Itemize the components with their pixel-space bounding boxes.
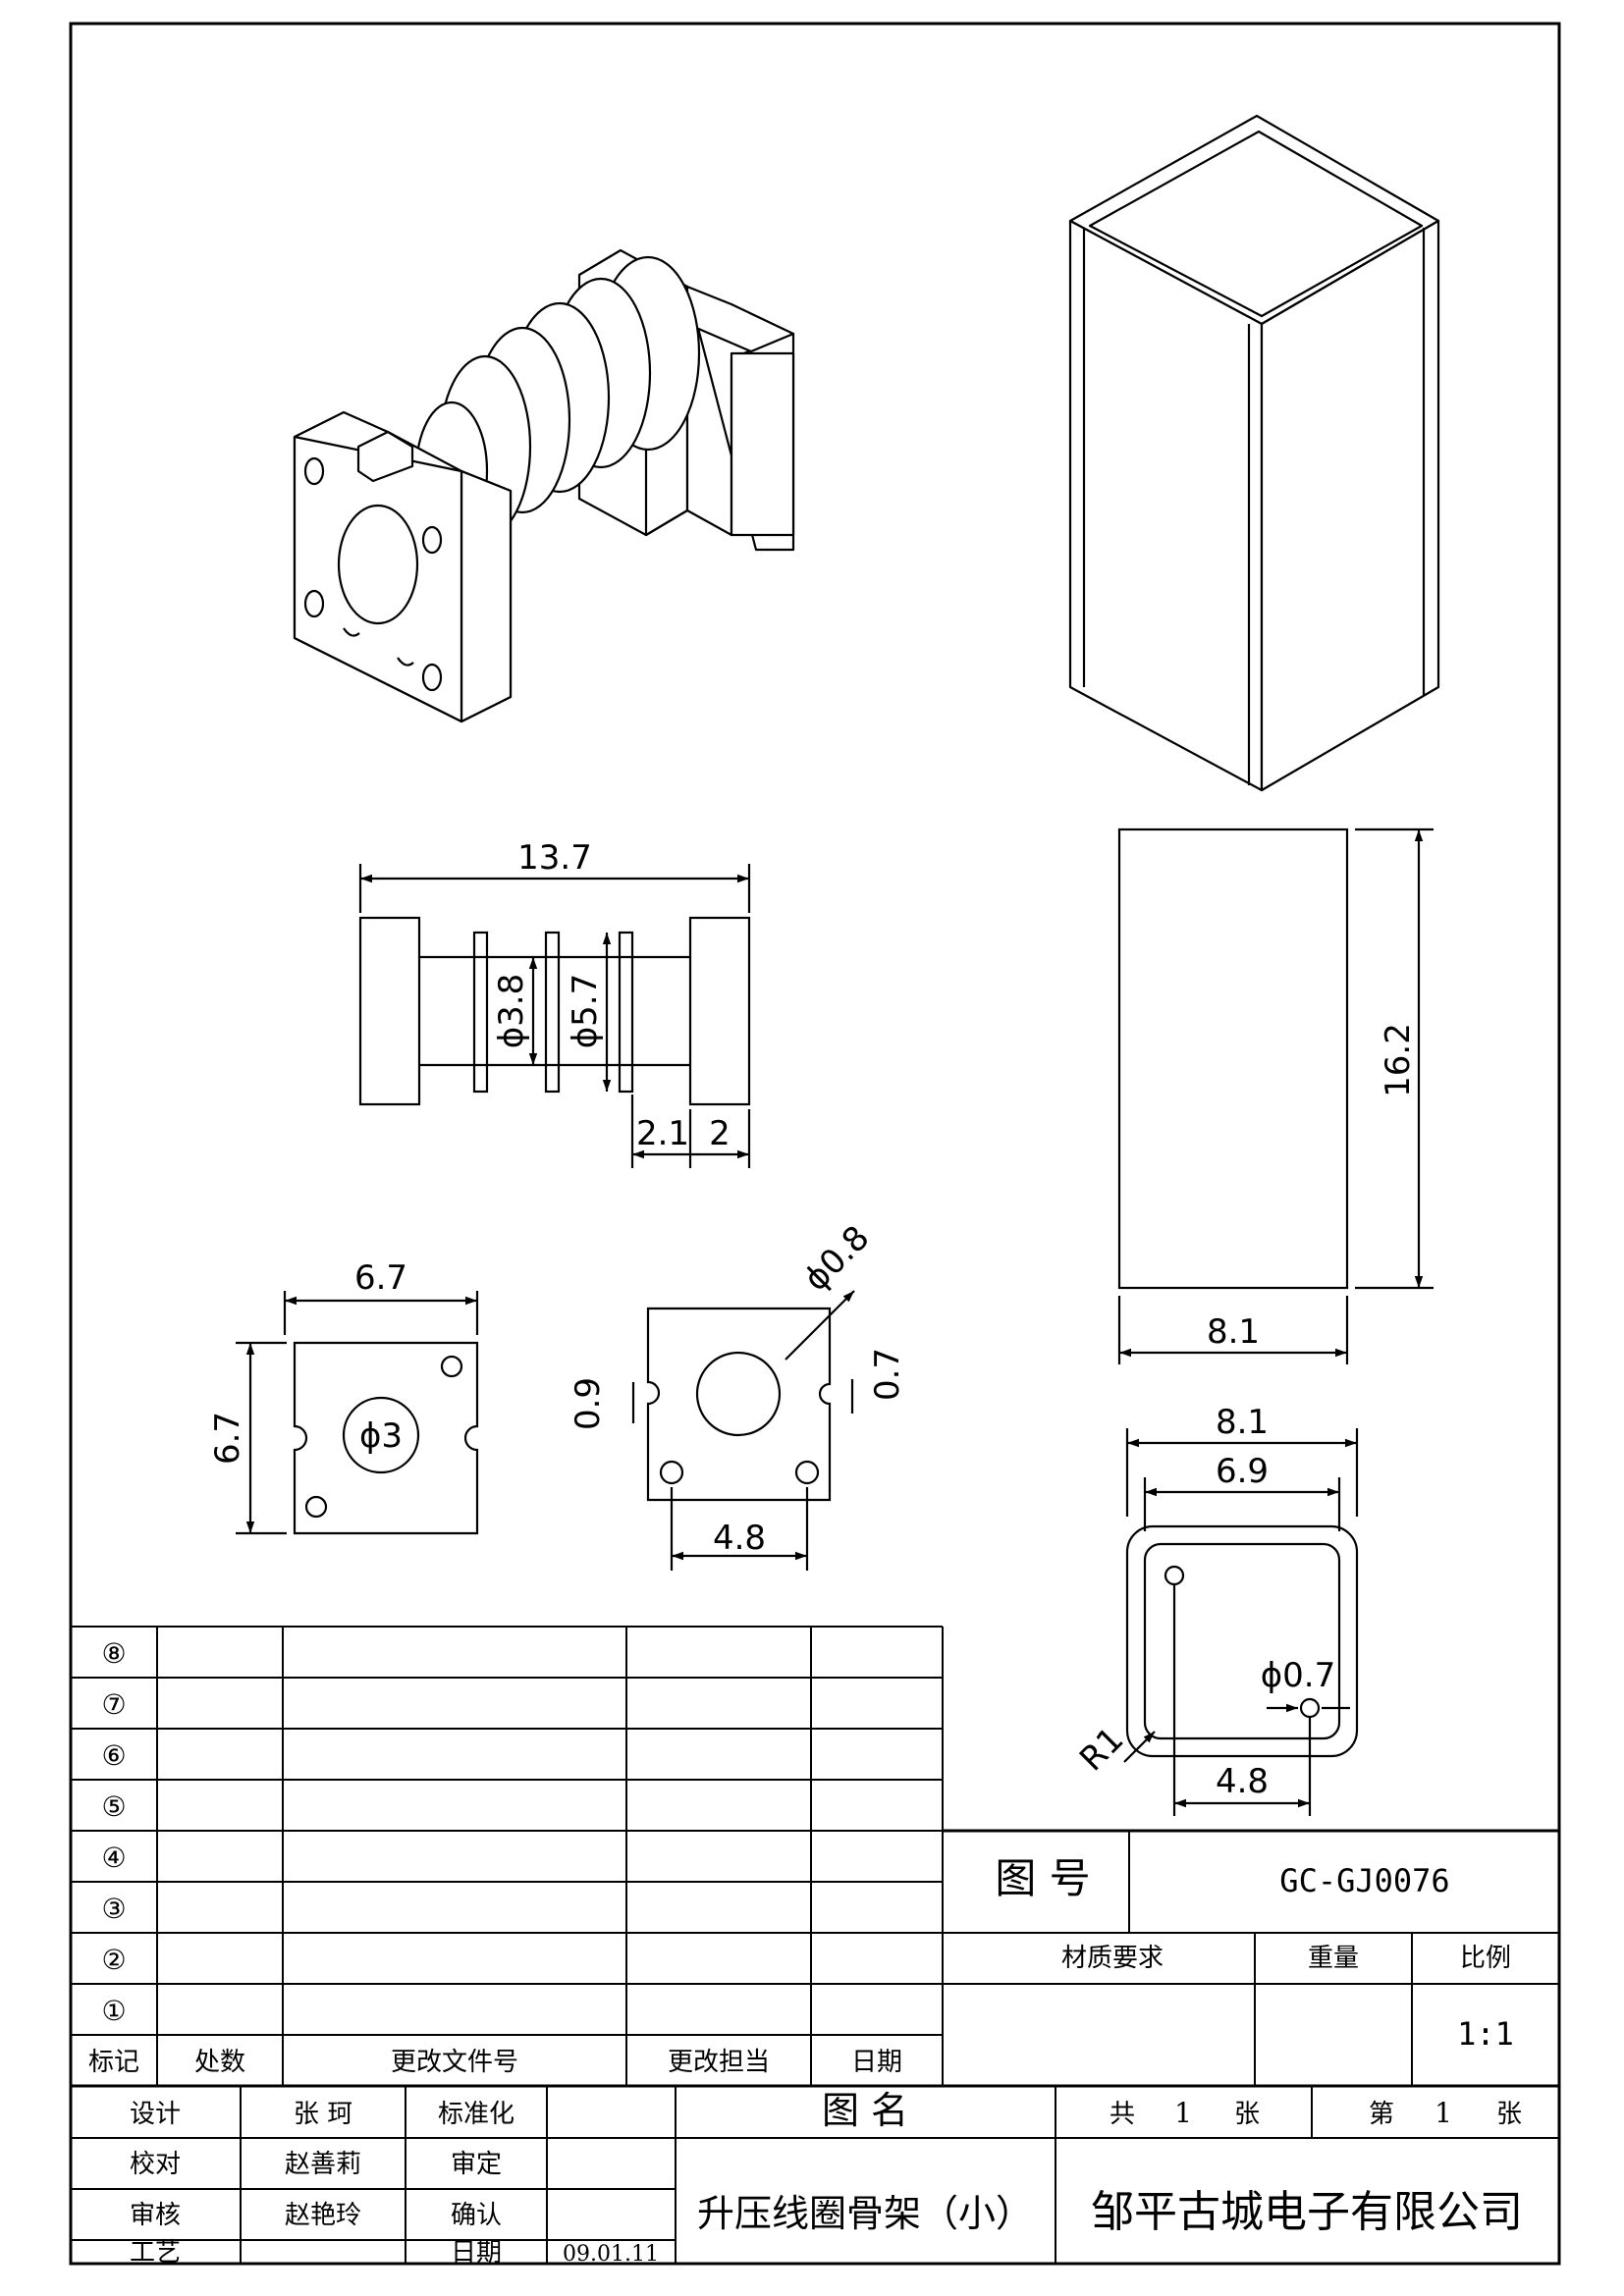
dim-face-a-height: 6.7 [208, 1412, 247, 1465]
end-face-b [631, 1290, 855, 1571]
dim-face-b-slot-a: 0.9 [568, 1377, 608, 1430]
dim-sleeve-width: 8.1 [1207, 1312, 1260, 1352]
sheet-unit: 张 [1496, 2100, 1522, 2129]
dim-face-b-hole: ϕ0.8 [796, 1218, 877, 1299]
dim-top-outer: 8.1 [1216, 1403, 1269, 1442]
rev-header-mark: 标记 [88, 2048, 139, 2077]
drawing-no-label: 图 号 [995, 1854, 1090, 1902]
rev-row-5: ⑤ [101, 1790, 126, 1823]
weight-label: 重量 [1308, 1944, 1359, 1973]
process-label: 工艺 [130, 2238, 181, 2268]
rev-row-4: ④ [101, 1842, 126, 1874]
bobbin-isometric [293, 248, 795, 723]
rev-header-count: 处数 [194, 2048, 245, 2077]
standard-label: 标准化 [438, 2100, 514, 2129]
dim-dia-outer: ϕ5.7 [566, 974, 605, 1049]
review-label: 审核 [130, 2201, 181, 2230]
dim-face-a-hole: ϕ3 [359, 1416, 403, 1456]
rev-row-8: ⑧ [101, 1637, 126, 1670]
drawing-no: GC-GJ0076 [1279, 1862, 1449, 1899]
sheet-border [69, 22, 1561, 2266]
checker: 赵善莉 [285, 2150, 361, 2179]
bobbin-side-view [358, 864, 751, 1168]
dim-face-a-width: 6.7 [354, 1258, 407, 1298]
total-label: 共 [1110, 2100, 1135, 2129]
dim-top-radius: R1 [1072, 1720, 1131, 1779]
designer: 张 珂 [294, 2100, 352, 2129]
sheet-value: 1 [1435, 2097, 1452, 2129]
name-label: 图 名 [822, 2089, 908, 2132]
dim-length: 13.7 [517, 838, 592, 878]
total-unit: 张 [1234, 2100, 1260, 2129]
scale-label: 比例 [1460, 1944, 1511, 1973]
dim-face-b-slot-b: 0.7 [868, 1348, 907, 1401]
check-label: 校对 [130, 2150, 181, 2179]
rev-row-3: ③ [101, 1893, 126, 1925]
scale-value: 1:1 [1457, 2015, 1514, 2053]
dim-face-b-pitch: 4.8 [713, 1519, 766, 1558]
part-name: 升压线圈骨架（小） [697, 2192, 1033, 2235]
end-face-a [236, 1291, 479, 1535]
reviewer: 赵艳玲 [285, 2201, 361, 2230]
revision-table-grid [71, 1626, 1559, 2088]
date-value: 09.01.11 [563, 2242, 659, 2267]
material-label: 材质要求 [1061, 1944, 1164, 1973]
rev-row-6: ⑥ [101, 1739, 126, 1772]
dim-top-inner: 6.9 [1216, 1452, 1269, 1491]
dim-gap1: 2.1 [636, 1114, 689, 1153]
rev-header-doc-no: 更改文件号 [391, 2048, 518, 2077]
confirm-label: 确认 [451, 2201, 502, 2230]
audit-label: 审定 [451, 2150, 502, 2179]
rev-row-7: ⑦ [101, 1688, 126, 1721]
rev-header-date: 日期 [851, 2048, 902, 2077]
sleeve-front-view [1117, 828, 1434, 1364]
dim-top-pitch: 4.8 [1216, 1762, 1269, 1801]
dim-dia-inner: ϕ3.8 [492, 974, 531, 1049]
total-value: 1 [1174, 2097, 1192, 2129]
sleeve-isometric [1068, 114, 1440, 792]
date-label: 日期 [451, 2238, 502, 2268]
sleeve-top-view [1123, 1428, 1359, 1816]
rev-header-person: 更改担当 [668, 2048, 770, 2077]
title-block-grid [71, 1829, 1559, 2264]
dim-top-pin: ϕ0.7 [1261, 1656, 1336, 1695]
company-name: 邹平古城电子有限公司 [1091, 2187, 1523, 2237]
dim-gap2: 2 [709, 1114, 731, 1153]
rev-row-1: ① [101, 1995, 126, 2027]
rev-row-2: ② [101, 1944, 126, 1976]
dim-sleeve-height: 16.2 [1379, 1023, 1418, 1097]
sheet-label: 第 [1369, 2100, 1394, 2129]
design-label: 设计 [130, 2100, 181, 2129]
